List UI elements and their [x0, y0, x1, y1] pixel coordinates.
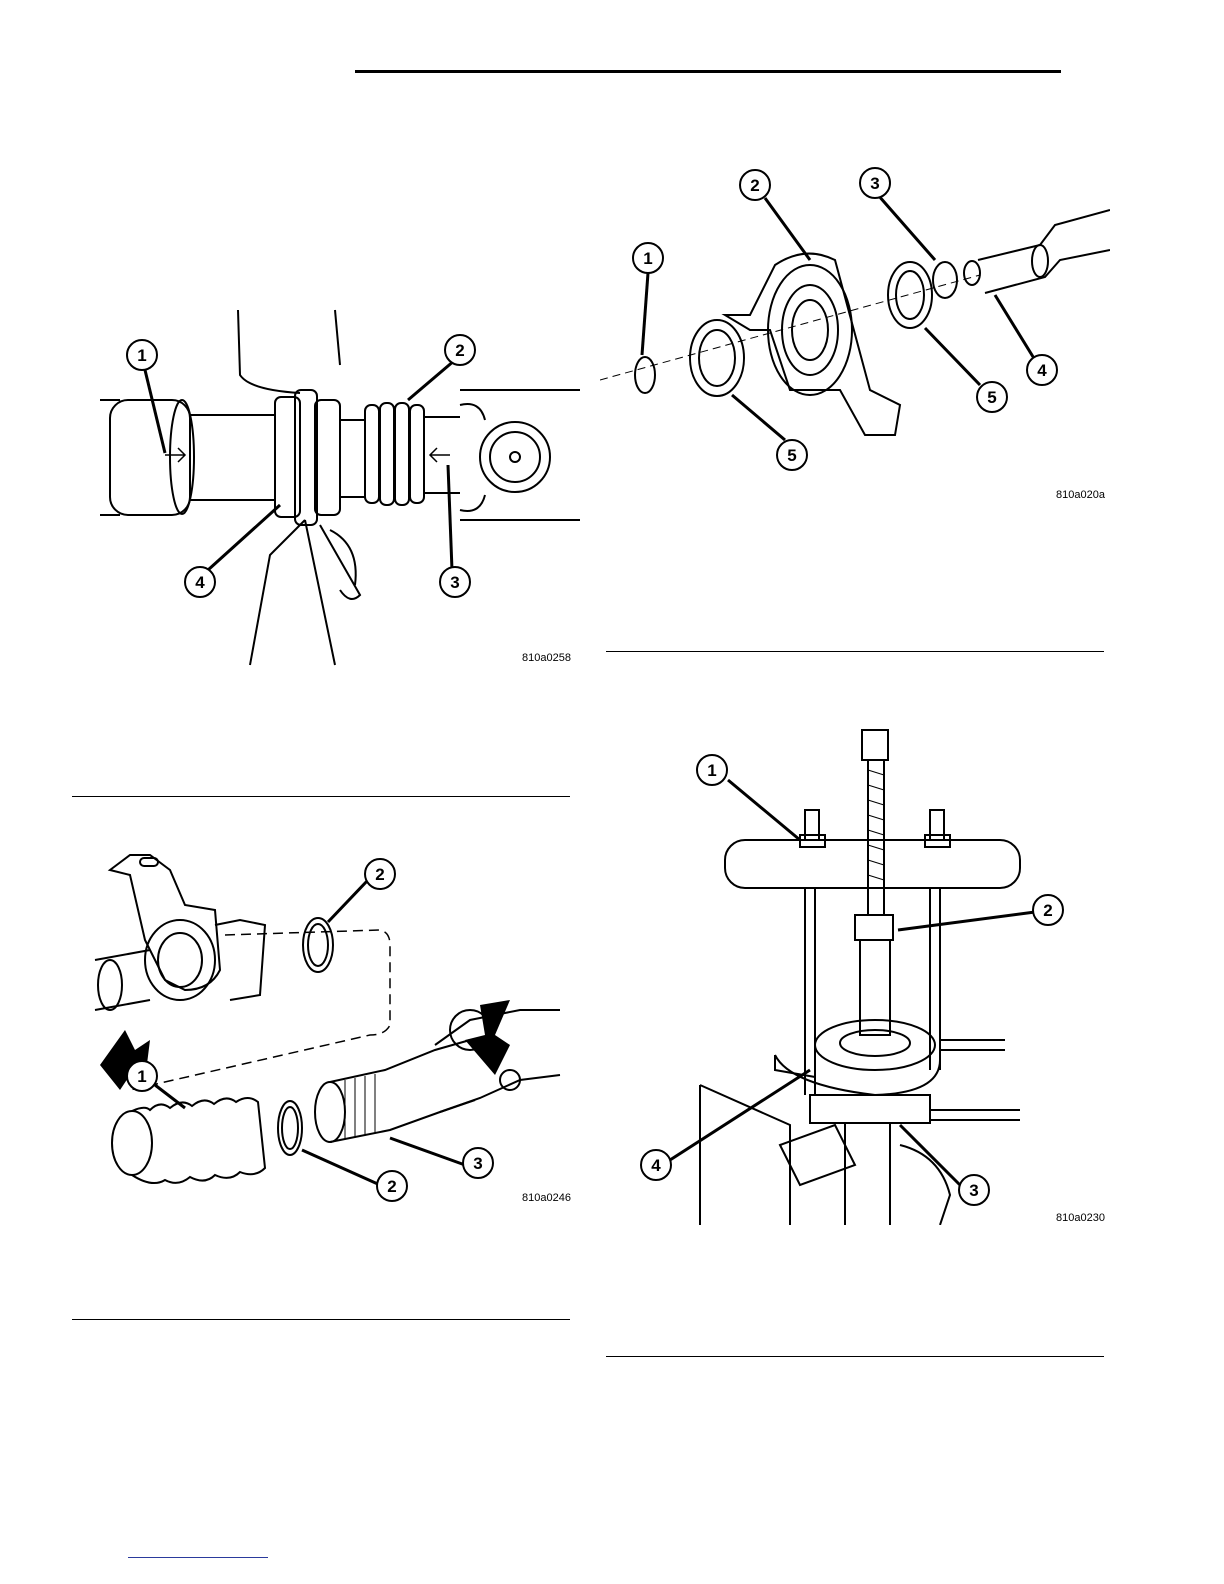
center-bearing-exploded-illustration: 1 2 3 4 5 5	[600, 165, 1110, 475]
callout-3: 3	[969, 1181, 978, 1200]
figure-810a020a: 1 2 3 4 5 5	[600, 165, 1110, 475]
figure-810a0246: 1 2 2 3	[90, 850, 580, 1205]
callout-5: 5	[987, 388, 996, 407]
section-rule	[606, 1356, 1104, 1357]
callout-4: 4	[195, 573, 205, 592]
propeller-shaft-marking-illustration: 1 2 3 4	[90, 305, 580, 670]
bearing-press-puller-illustration: 1 2 3 4	[640, 725, 1110, 1225]
callout-2: 2	[1043, 901, 1052, 920]
callout-3: 3	[870, 174, 879, 193]
section-rule	[72, 796, 570, 797]
figure-id: 810a020a	[1056, 489, 1105, 501]
callout-3: 3	[450, 573, 459, 592]
boot-and-clamp-installation-illustration: 1 2 2 3	[90, 850, 580, 1205]
figure-id: 810a0230	[1056, 1212, 1105, 1224]
section-rule	[606, 651, 1104, 652]
callout-2: 2	[387, 1177, 396, 1196]
figure-810a0230: 1 2 3 4	[640, 725, 1110, 1225]
callout-4: 4	[651, 1156, 661, 1175]
callout-2: 2	[455, 341, 464, 360]
callout-1: 1	[643, 249, 652, 268]
figure-id: 810a0258	[522, 652, 571, 664]
callout-4: 4	[1037, 361, 1047, 380]
callout-3: 3	[473, 1154, 482, 1173]
callout-1: 1	[137, 346, 146, 365]
callout-1: 1	[137, 1067, 146, 1086]
section-rule	[72, 1319, 570, 1320]
figure-id: 810a0246	[522, 1192, 571, 1204]
callout-5: 5	[787, 446, 796, 465]
callout-2: 2	[750, 176, 759, 195]
footer-link-underline[interactable]	[128, 1557, 268, 1558]
header-rule	[355, 70, 1061, 73]
callout-1: 1	[707, 761, 716, 780]
callout-2: 2	[375, 865, 384, 884]
figure-810a0258: 1 2 3 4	[90, 305, 580, 670]
